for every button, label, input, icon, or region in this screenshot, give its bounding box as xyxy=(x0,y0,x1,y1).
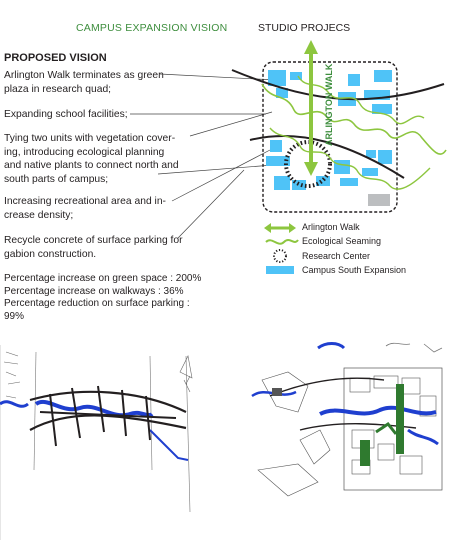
vision-line: and native plants to connect north and xyxy=(4,160,179,171)
stat-line: 99% xyxy=(4,310,25,322)
stat-line: Percentage increase on walkways : 36% xyxy=(4,285,184,297)
walk-arrow-bottom-icon xyxy=(304,162,318,176)
sketch-green-axis xyxy=(396,384,404,454)
stat-line: Percentage reduction on surface parking … xyxy=(4,298,190,309)
vision-paragraph-5: Recycle concrete of surface parking for … xyxy=(4,234,183,261)
research-center-ring xyxy=(284,140,332,188)
seaming-line-1 xyxy=(261,83,447,155)
parking-block xyxy=(368,194,390,206)
seaming-line-3 xyxy=(269,127,431,190)
vision-line: plaza in research quad; xyxy=(4,83,112,95)
dotted-ring-icon xyxy=(273,249,287,263)
north-arc xyxy=(231,69,445,101)
stat-line: Percentage increase on green space : 200… xyxy=(4,273,202,284)
header-right-title: STUDIO PROJECS xyxy=(258,22,351,34)
leader-lines xyxy=(130,73,287,239)
axis-label: ARLINGTON WALK xyxy=(324,63,334,146)
wave-line-icon xyxy=(265,239,299,245)
vision-line: gabion construction. xyxy=(4,248,97,260)
vision-paragraph-2: Expanding school facilities; xyxy=(4,108,128,122)
vision-line: Expanding school facilities; xyxy=(4,109,128,120)
site-boundary xyxy=(262,61,398,213)
legend-research-center: Research Center xyxy=(302,251,371,261)
vision-line: Arlington Walk terminates as green xyxy=(4,70,164,81)
seaming-line-2 xyxy=(297,75,425,125)
vision-line: Tying two units with vegetation cover- xyxy=(4,133,176,144)
vision-paragraph-4: Increasing recreational area and in- cre… xyxy=(4,195,166,222)
south-arc xyxy=(249,135,405,179)
vision-line: ing, introducing ecological planning xyxy=(4,146,165,158)
vision-line: Increasing recreational area and in- xyxy=(4,196,166,207)
sketch-left xyxy=(0,345,193,540)
vision-paragraph-1: Arlington Walk terminates as green plaza… xyxy=(4,69,164,96)
legend-symbols xyxy=(264,223,299,274)
proposed-vision-title: PROPOSED VISION xyxy=(4,52,107,64)
blue-block-icon xyxy=(266,266,294,274)
stats-block: Percentage increase on green space : 200… xyxy=(4,273,201,323)
legend-ecological-seaming: Ecological Seaming xyxy=(302,236,382,246)
walk-arrow-top-icon xyxy=(304,40,318,54)
vision-line: south parts of campus; xyxy=(4,173,109,185)
header-left-title: CAMPUS EXPANSION VISION xyxy=(76,22,228,34)
vision-line: crease density; xyxy=(4,209,74,221)
vision-paragraph-3: Tying two units with vegetation cover- i… xyxy=(4,132,179,186)
legend-arlington-walk: Arlington Walk xyxy=(302,222,360,232)
sketch-right xyxy=(251,342,443,497)
vision-line: Recycle concrete of surface parking for xyxy=(4,235,183,246)
legend-campus-south-expansion: Campus South Expansion xyxy=(302,265,407,275)
